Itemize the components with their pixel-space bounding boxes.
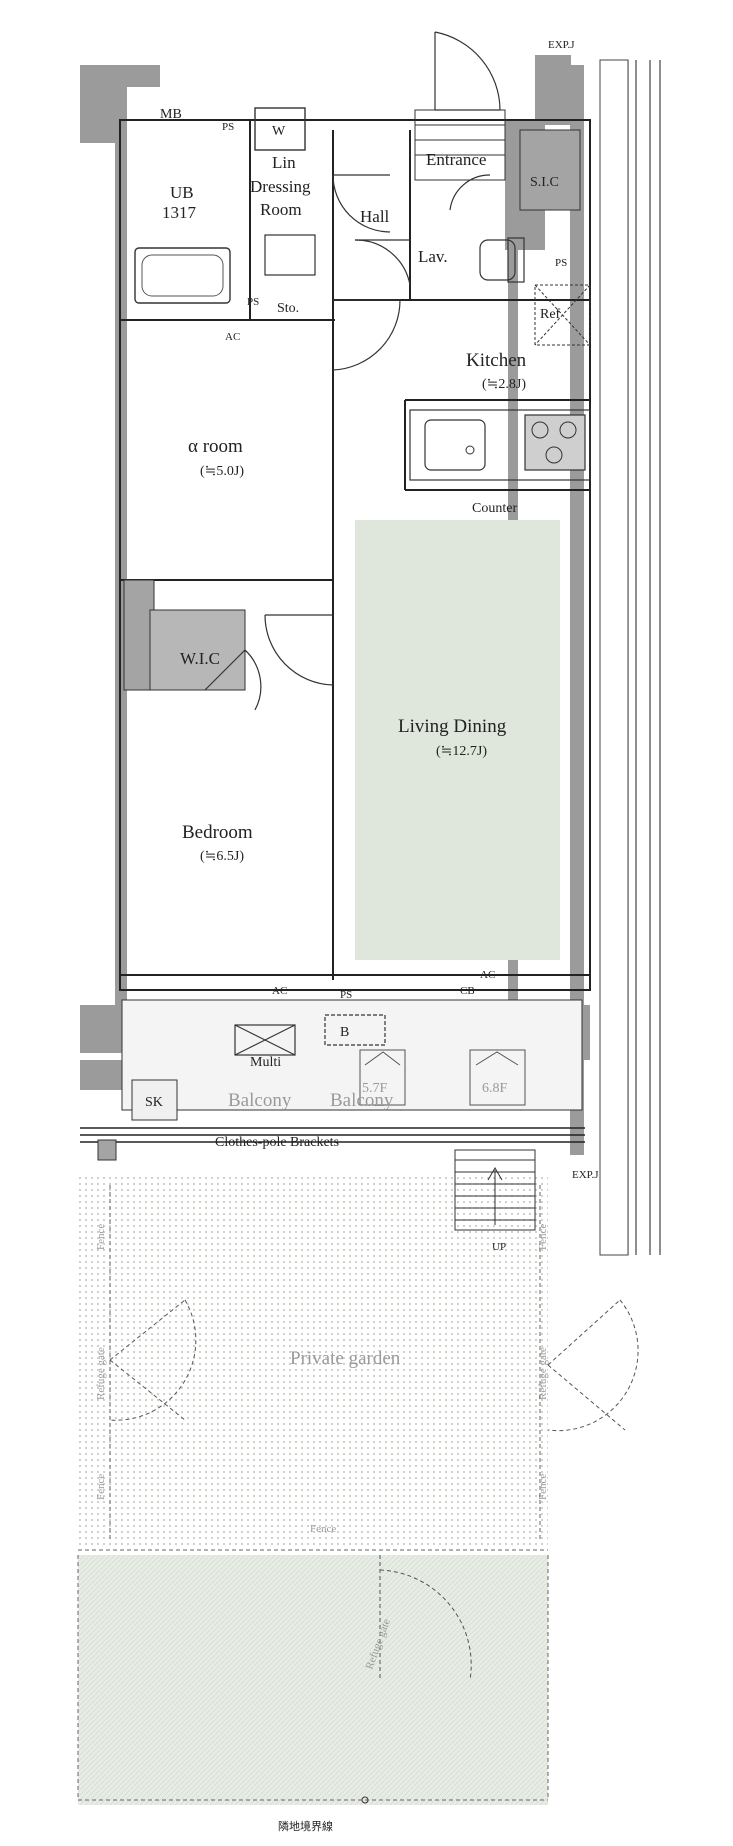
living-dining-size-label: (≒12.7J) bbox=[436, 744, 487, 759]
expansion-joint-lines bbox=[627, 60, 661, 1255]
sk-label: SK bbox=[145, 1095, 163, 1110]
dressing-door[interactable] bbox=[332, 174, 391, 233]
refuge-gate-label-right: Refuge gate bbox=[537, 1347, 549, 1400]
ac-label-bed: AC bbox=[272, 985, 287, 997]
up-label: UP bbox=[492, 1241, 506, 1253]
clothes-pole-label: Clothes-pole Brackets bbox=[215, 1135, 339, 1150]
entrance-inner-door[interactable] bbox=[449, 174, 491, 211]
fence-label-bottom: Fence bbox=[310, 1523, 336, 1535]
wic-label: W.I.C bbox=[180, 649, 220, 668]
private-garden-area bbox=[78, 1175, 548, 1545]
hall-label: Hall bbox=[360, 207, 390, 226]
right-shaft bbox=[599, 59, 629, 1256]
multi-unit bbox=[234, 1024, 296, 1056]
boundary-label: 隣地境界線 bbox=[278, 1819, 333, 1833]
bedroom-size-label: (≒6.5J) bbox=[200, 849, 244, 864]
lin-label: Lin bbox=[272, 153, 296, 172]
refuge-gate-bottom[interactable] bbox=[379, 1555, 472, 1681]
wic-door[interactable] bbox=[204, 649, 262, 711]
fence-lines bbox=[77, 1185, 549, 1801]
fence-label-right-top: Fence bbox=[537, 1224, 549, 1250]
exp-label-bottom: EXP.J bbox=[572, 1169, 599, 1181]
private-garden-label: Private garden bbox=[290, 1348, 401, 1369]
cb-label: CB bbox=[460, 985, 475, 997]
multi-label: Multi bbox=[250, 1055, 281, 1070]
burner-1 bbox=[531, 421, 549, 439]
sto-label: Sto. bbox=[277, 301, 299, 316]
a-room-label: α room bbox=[188, 436, 243, 457]
hall-door[interactable] bbox=[332, 299, 401, 371]
burner-3 bbox=[545, 446, 563, 464]
w-label: W bbox=[272, 124, 286, 139]
balcony-label-2: Balcony bbox=[330, 1090, 394, 1111]
lower-garden-area bbox=[78, 1555, 548, 1805]
stove bbox=[524, 414, 586, 471]
exp-label-top: EXP.J bbox=[548, 39, 575, 51]
balcony-post bbox=[97, 1139, 117, 1161]
ceiling-height-markers bbox=[359, 1049, 526, 1106]
a-room-size-label: (≒5.0J) bbox=[200, 464, 244, 479]
ac-label-top: AC bbox=[225, 331, 240, 343]
refrigerator bbox=[534, 284, 591, 346]
mb-label: MB bbox=[160, 107, 182, 122]
entrance-steps bbox=[414, 109, 506, 181]
burner-2 bbox=[559, 421, 577, 439]
balcony-floor bbox=[121, 999, 583, 1111]
sic-label: S.I.C bbox=[530, 175, 559, 190]
room-label: Room bbox=[260, 200, 302, 219]
kitchen-label: Kitchen bbox=[466, 350, 527, 371]
fence-label-left-bottom: Fence bbox=[95, 1474, 107, 1500]
bathtub bbox=[134, 247, 231, 304]
kitchen-size-label: (≒2.8J) bbox=[482, 377, 526, 392]
ps-label-bottom: PS bbox=[340, 989, 352, 1001]
ac-label-living: AC bbox=[480, 969, 495, 981]
entrance-label: Entrance bbox=[426, 150, 486, 169]
ub-size-label: 1317 bbox=[162, 203, 197, 222]
lav-label: Lav. bbox=[418, 247, 448, 266]
balcony-label-1: Balcony bbox=[228, 1090, 292, 1111]
labels: EXP.J EXP.J MB PS W UB 1317 Lin Dressing… bbox=[95, 39, 599, 1833]
entrance-door[interactable] bbox=[434, 31, 501, 111]
service-blocks bbox=[123, 129, 581, 691]
b-label: B bbox=[340, 1025, 349, 1040]
refuge-gate-right[interactable] bbox=[547, 1299, 639, 1432]
dressing-label: Dressing bbox=[250, 177, 311, 196]
ps-label-right: PS bbox=[555, 257, 567, 269]
kitchen-drain bbox=[465, 445, 475, 455]
living-dining-label: Living Dining bbox=[398, 716, 507, 737]
ub-label: UB bbox=[170, 183, 194, 202]
boiler-unit bbox=[324, 1014, 386, 1046]
garden-stairs bbox=[454, 1149, 536, 1231]
fence-label-left-top: Fence bbox=[95, 1224, 107, 1250]
bedroom-door[interactable] bbox=[264, 614, 334, 686]
refuge-gate-label-left: Refuge gate bbox=[95, 1347, 107, 1400]
ref-label: Ref bbox=[540, 307, 561, 322]
kitchen-sink bbox=[424, 419, 486, 471]
exterior-walls bbox=[80, 55, 590, 1155]
fence-label-right-bottom: Fence bbox=[537, 1474, 549, 1500]
washing-machine bbox=[254, 107, 306, 151]
floor-label-2: 6.8F bbox=[482, 1081, 508, 1096]
toilet-tank bbox=[507, 237, 525, 283]
lavatory-sink bbox=[264, 234, 316, 276]
bathtub-inner bbox=[141, 254, 224, 297]
balcony-rail bbox=[80, 1127, 585, 1143]
sk-unit bbox=[131, 1079, 178, 1121]
toilet bbox=[479, 239, 516, 281]
interior-walls bbox=[119, 119, 591, 991]
kitchen-counter bbox=[409, 409, 591, 481]
lav-door[interactable] bbox=[354, 239, 411, 286]
ps-label-top: PS bbox=[222, 121, 234, 133]
boundary-marker bbox=[361, 1796, 369, 1804]
floor-label-1: 5.7F bbox=[362, 1081, 388, 1096]
bedroom-label: Bedroom bbox=[182, 822, 253, 843]
ps-label-small: PS bbox=[247, 296, 259, 308]
refuge-gate-left[interactable] bbox=[109, 1299, 197, 1421]
counter-label: Counter bbox=[472, 501, 517, 516]
living-dining-floor bbox=[355, 520, 560, 960]
